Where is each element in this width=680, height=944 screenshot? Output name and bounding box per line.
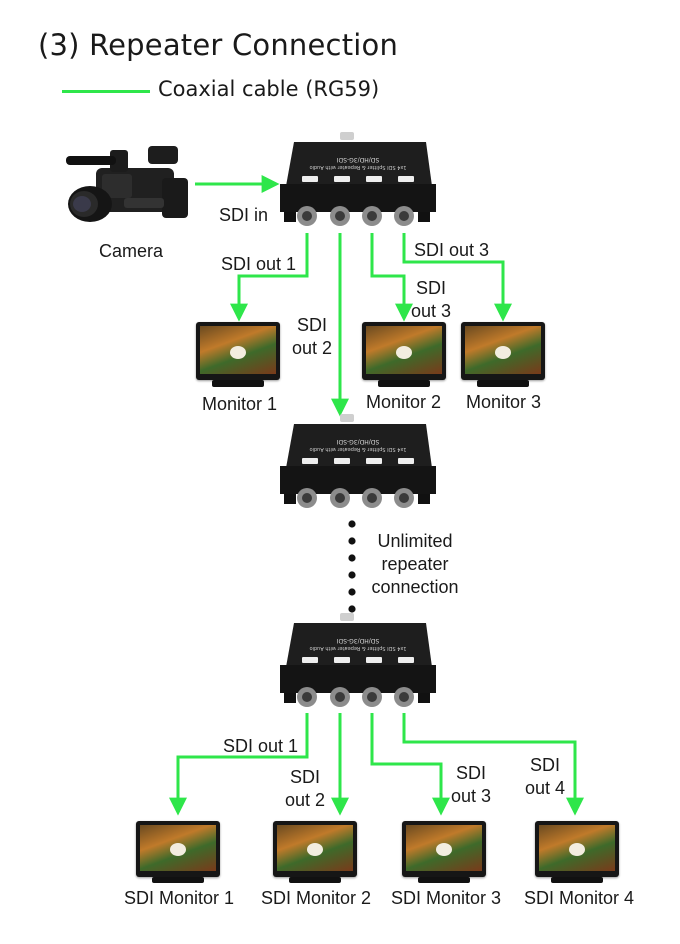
monitor-icon	[461, 322, 545, 388]
page-title: (3) Repeater Connection	[38, 28, 399, 62]
stage3-out1-label: SDI out 1	[223, 736, 299, 756]
monitor-label-2: Monitor 2	[366, 392, 442, 412]
cable-stage1-out3a	[370, 233, 413, 322]
device-subtitle-text: 1x4 SDI Splitter & Repeater with Audio	[310, 164, 407, 170]
sdi-monitor-label-4: SDI Monitor 4	[524, 888, 635, 908]
bnc-connectors	[297, 206, 414, 226]
cable-stage3-out4	[402, 713, 584, 816]
stage1-out3b-label: SDI out 3	[414, 240, 490, 260]
legend-cable-swatch	[62, 90, 150, 93]
cable-stage3-out3	[370, 713, 450, 816]
sdi-in-label: SDI in	[219, 205, 269, 225]
sdi-monitor-label-1: SDI Monitor 1	[124, 888, 235, 908]
splitter-device-stage3: SD/HD/3G-SDI 1x4 SDI Splitter & Repeater…	[280, 613, 436, 707]
device-model-text: SD/HD/3G-SDI	[337, 637, 380, 644]
cable-stage1-out1	[230, 233, 309, 322]
splitter-device-stage2: SD/HD/3G-SDI 1x4 SDI Splitter & Repeater…	[280, 414, 436, 508]
monitor-icon	[273, 821, 357, 883]
device-subtitle-text: 1x4 SDI Splitter & Repeater with Audio	[310, 446, 407, 452]
splitter-device-stage1: SD/HD/3G-SDI 1x4 SDI Splitter & Repeater…	[280, 132, 436, 226]
device-model-text: SD/HD/3G-SDI	[337, 156, 380, 163]
device-model-text: SD/HD/3G-SDI	[337, 438, 380, 445]
monitor-icon	[196, 322, 280, 388]
monitor-label-3: Monitor 3	[466, 392, 542, 412]
monitor-icon	[136, 821, 220, 883]
monitor-icon	[362, 322, 446, 388]
bnc-connectors	[297, 687, 414, 707]
camera-label: Camera	[99, 241, 164, 261]
sdi-monitor-label-3: SDI Monitor 3	[391, 888, 502, 908]
bnc-connectors	[297, 488, 414, 508]
cable-stage1-out3b	[402, 233, 512, 322]
monitor-icon	[402, 821, 486, 883]
device-subtitle-text: 1x4 SDI Splitter & Repeater with Audio	[310, 645, 407, 651]
monitor-icon	[535, 821, 619, 883]
monitor-label-1: Monitor 1	[202, 394, 278, 414]
legend-cable-label: Coaxial cable (RG59)	[158, 77, 380, 101]
sdi-monitor-label-2: SDI Monitor 2	[261, 888, 372, 908]
camera-icon	[66, 146, 188, 222]
stage1-out1-label: SDI out 1	[221, 254, 297, 274]
repeater-dots	[348, 520, 356, 613]
repeater-note: Unlimited repeater connection	[371, 531, 459, 597]
cable-stage3-out1	[169, 713, 309, 816]
